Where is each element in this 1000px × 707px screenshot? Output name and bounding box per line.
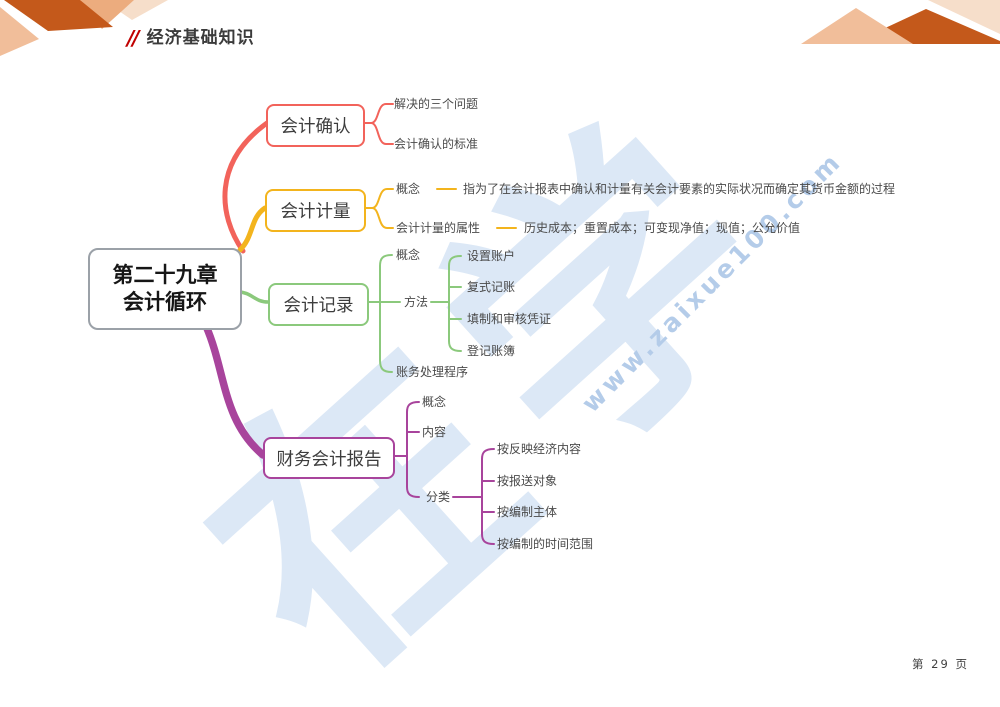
leaf-processing-procedure: 账务处理程序 [396,365,469,379]
leaf-double-entry-bookkeeping: 复式记账 [467,280,516,294]
leaf-register-books: 登记账簿 [467,344,516,358]
leaf-report-concept: 概念 [422,395,447,409]
branch-label: 会计确认 [280,117,351,137]
branch-accounting-record: 会计记录 [268,283,369,326]
page-header: // 经济基础知识 [127,28,255,48]
branch-accounting-measurement: 会计计量 [265,189,366,232]
branch-accounting-recognition: 会计确认 [266,104,365,147]
branch-label: 会计记录 [283,296,354,316]
connectors-recognition [360,103,394,145]
page-number: 第 29 页 [912,657,969,671]
page-title: 经济基础知识 [146,27,255,48]
root-line1: 第二十九章 [112,262,218,287]
branch-curve-measurement [237,205,268,253]
leaf-by-economic-content: 按反映经济内容 [497,442,582,456]
leaf-record-method: 方法 [404,295,429,309]
leaf-measurement-concept: 概念 [396,182,421,196]
note-measurement-attributes: 历史成本；重置成本；可变现净值；现值；公允价值 [524,221,801,235]
branch-label: 会计计量 [280,202,351,222]
leaf-by-time-range: 按编制的时间范围 [497,537,594,551]
leaf-setup-accounts: 设置账户 [467,249,516,263]
connectors-report [390,401,495,545]
connectors-record [364,254,462,373]
leaf-by-report-target: 按报送对象 [497,474,558,488]
branch-label: 财务会计报告 [276,449,382,470]
leaf-record-concept: 概念 [396,248,421,262]
branch-curve-record [236,290,270,304]
double-slash-icon: // [127,26,140,50]
leaf-report-content: 内容 [422,425,447,439]
note-measurement-concept: 指为了在会计报表中确认和计量有关会计要素的实际状况而确定其货币金额的过程 [463,182,896,196]
leaf-measurement-attributes: 会计计量的属性 [396,221,481,235]
root-line2: 会计循环 [123,290,207,314]
branch-curve-report [202,322,267,459]
leaf-recognition-standards: 会计确认的标准 [394,137,479,151]
branch-curve-recognition [222,120,270,254]
leaf-fill-audit-vouchers: 填制和审核凭证 [467,312,552,326]
leaf-report-classification: 分类 [426,490,451,504]
root-node-chapter: 第二十九章 会计循环 [88,248,242,330]
branch-financial-report: 财务会计报告 [263,437,395,479]
leaf-three-problems-solved: 解决的三个问题 [394,97,479,111]
leaf-by-preparing-entity: 按编制主体 [497,505,558,519]
